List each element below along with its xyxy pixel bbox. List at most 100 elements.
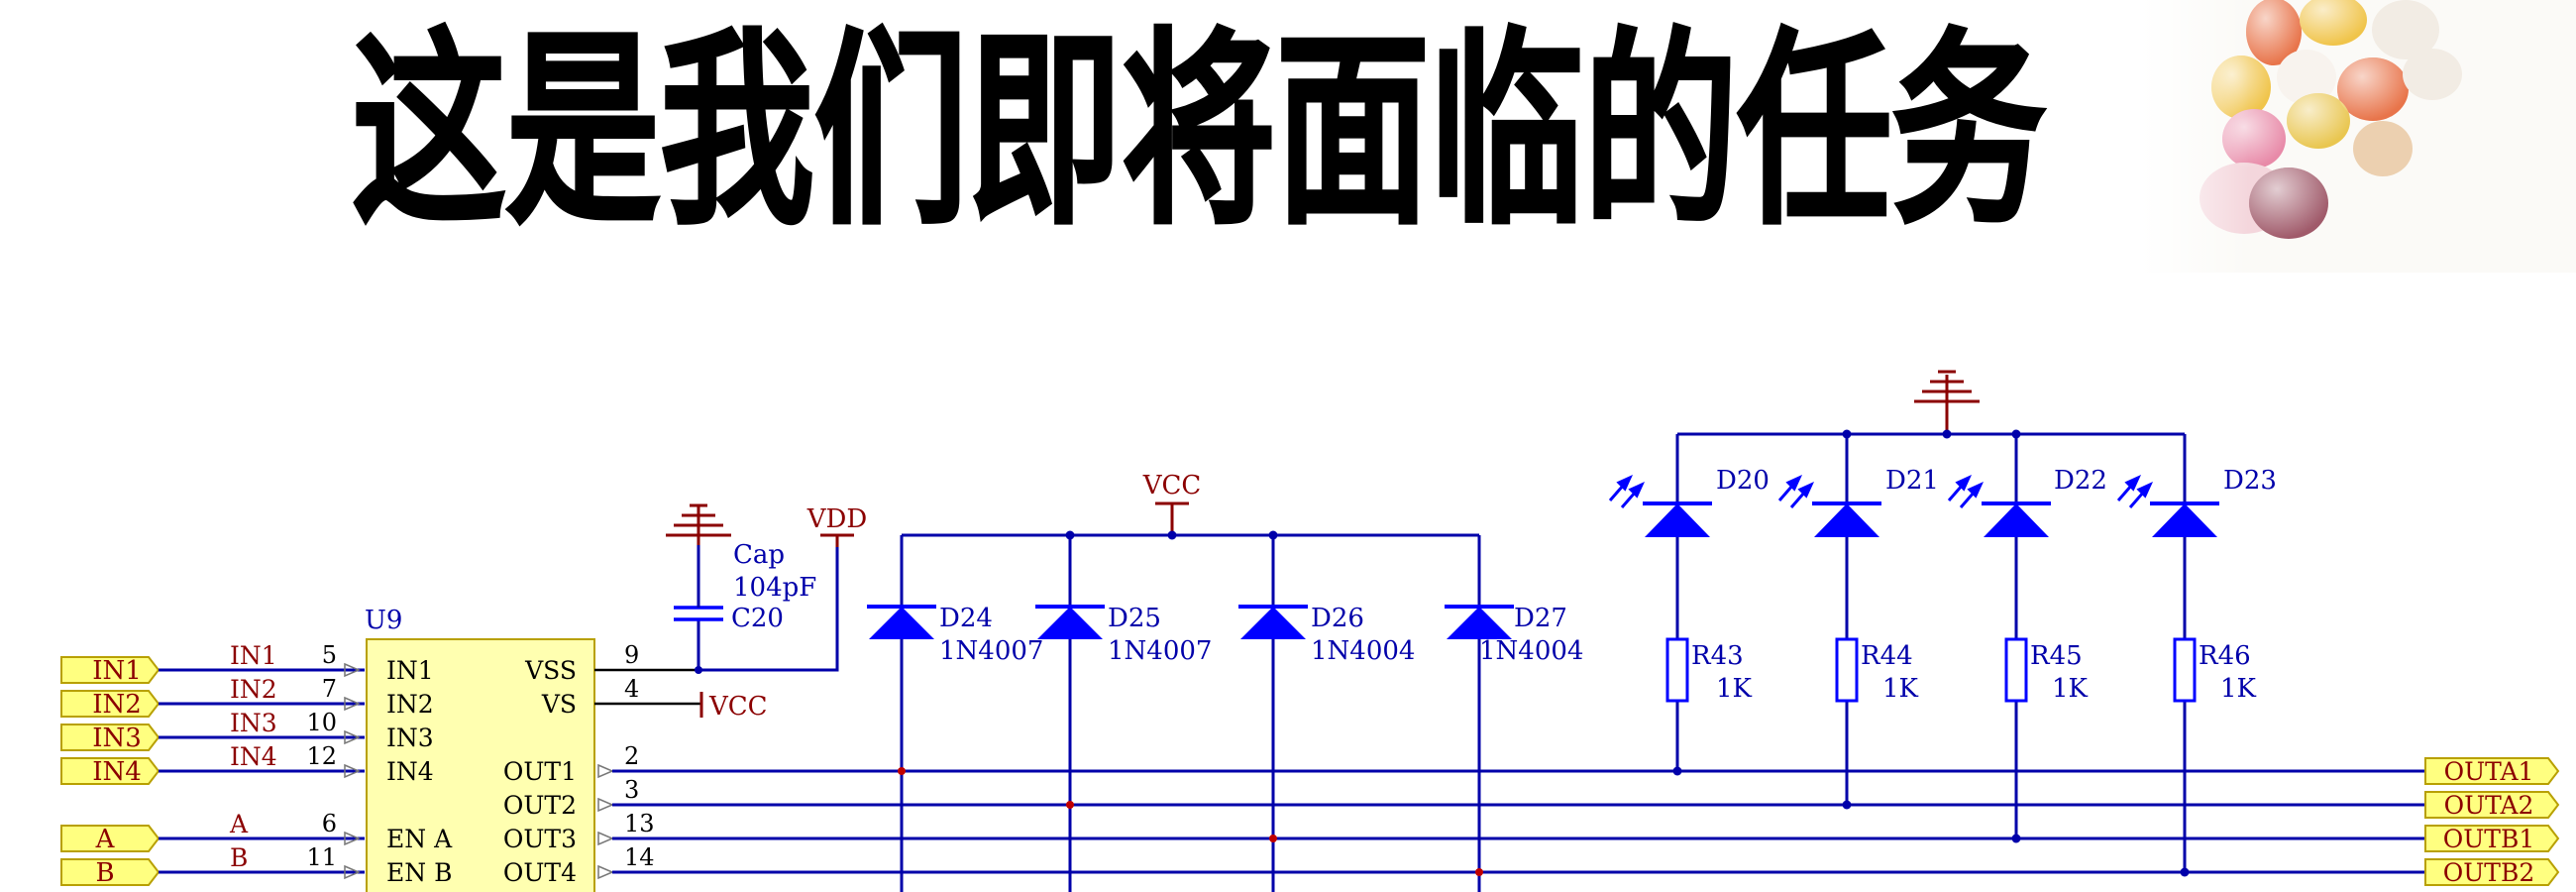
- output-port-outa2: OUTA2: [2424, 791, 2560, 820]
- cap-ref: C20: [731, 604, 784, 633]
- input-port-label: IN3: [92, 724, 142, 753]
- input-pin-arrows: [344, 662, 361, 880]
- resistor-r45: R45 1K: [2004, 637, 2089, 704]
- light-arrows-icon: [1947, 474, 1985, 508]
- input-port-in1: IN1: [60, 656, 161, 686]
- leds: D20 D21 D22: [1608, 466, 2277, 537]
- diode-ref: D24: [939, 604, 993, 633]
- led-d22: D22: [1947, 466, 2107, 537]
- resistor-value: 1K: [2052, 674, 2089, 704]
- pin-name: OUT3: [503, 825, 577, 853]
- resistor-value: 1K: [1716, 674, 1753, 704]
- pin-name: OUT4: [503, 858, 577, 887]
- vdd-label: VDD: [806, 504, 867, 534]
- left-pin-numbers: 5 7 10 12 6 11: [306, 641, 337, 871]
- output-port-label: OUTA1: [2444, 757, 2534, 786]
- output-pin-arrows: [597, 763, 614, 880]
- led-ref: D20: [1716, 466, 1770, 496]
- pin-number: 2: [624, 742, 639, 770]
- cap-value: 104pF: [733, 573, 816, 603]
- diode-d27: D27 1N4004: [1445, 604, 1583, 666]
- vcc-top-symbol: VCC: [1142, 471, 1202, 533]
- chip-body: [366, 638, 595, 892]
- pin-number: 9: [624, 641, 639, 669]
- vcc-label: VCC: [1142, 471, 1202, 501]
- output-junctions: [898, 766, 2190, 877]
- vcc-pin-symbol: VCC: [699, 692, 768, 722]
- ground-symbol: [1914, 370, 1980, 434]
- resistor-r46: R46 1K: [2173, 637, 2257, 704]
- input-ports: IN1 IN2 IN3 IN4 A B: [60, 656, 161, 888]
- pin-number: 10: [306, 709, 337, 736]
- resistor-r44: R44 1K: [1835, 637, 1919, 704]
- input-port-in4: IN4: [60, 757, 161, 787]
- pin-number: 12: [306, 742, 337, 770]
- chip-ref: U9: [365, 606, 402, 635]
- output-port-outa1: OUTA1: [2424, 757, 2560, 786]
- output-port-outb2: OUTB2: [2424, 858, 2560, 887]
- pin-name: OUT1: [503, 757, 577, 786]
- output-port-label: OUTB2: [2443, 858, 2535, 887]
- pin-name: EN B: [386, 858, 452, 887]
- rail-junctions: [1065, 530, 1278, 540]
- led-d20: D20: [1608, 466, 1770, 537]
- resistor-ref: R45: [2030, 641, 2083, 671]
- vcc-label: VCC: [708, 692, 768, 722]
- diodes: D24 1N4007 D25 1N4007 D26 1N4004 D27 1N4…: [867, 604, 1583, 666]
- slide-title: 这是我们即将面临的任务: [352, 11, 2045, 253]
- supply-wires: [594, 668, 701, 706]
- led-ref: D21: [1885, 466, 1939, 496]
- diode-rail: [900, 533, 1481, 892]
- pin-number: 4: [624, 675, 639, 703]
- pin-name: IN3: [386, 724, 434, 752]
- input-wires: [159, 668, 365, 874]
- resistor-ref: R46: [2199, 641, 2251, 671]
- right-pin-names: VSS VS OUT1 OUT2 OUT3 OUT4: [503, 656, 577, 887]
- input-port-in2: IN2: [60, 690, 161, 720]
- resistor-ref: R44: [1861, 641, 1913, 671]
- input-port-in3: IN3: [60, 724, 161, 753]
- net-label: IN2: [230, 675, 277, 704]
- input-port-label: A: [95, 825, 116, 854]
- led-rail-junctions: [1842, 429, 2021, 439]
- chip-u9: U9: [365, 606, 595, 892]
- output-ports: OUTA1 OUTA2 OUTB1 OUTB2: [2424, 757, 2560, 887]
- light-arrows-icon: [1608, 474, 1646, 508]
- diode-part: 1N4004: [1479, 636, 1583, 666]
- pin-number: 11: [306, 843, 337, 871]
- diode-ref: D26: [1311, 604, 1364, 633]
- left-pin-names: IN1 IN2 IN3 IN4 EN A EN B: [386, 656, 453, 887]
- pin-name: VS: [541, 690, 577, 719]
- diode-ref: D25: [1108, 604, 1161, 633]
- led-ref: D23: [2223, 466, 2277, 496]
- vdd-wiring: [697, 535, 839, 672]
- output-bus: [612, 769, 2425, 874]
- diode-ref: D27: [1514, 604, 1567, 633]
- output-port-label: OUTB1: [2443, 825, 2535, 853]
- input-port-label: IN1: [92, 656, 142, 686]
- pin-number: 14: [624, 843, 655, 871]
- pin-name: EN A: [386, 825, 453, 853]
- ground-symbol: [666, 503, 731, 545]
- diode-d26: D26 1N4004: [1238, 604, 1415, 666]
- resistor-value: 1K: [1882, 674, 1919, 704]
- net-label: B: [230, 843, 248, 872]
- pin-name: VSS: [524, 656, 577, 685]
- capacitor-c20: Cap 104pF C20: [674, 540, 816, 634]
- input-port-label: IN4: [92, 757, 142, 787]
- resistor-value: 1K: [2220, 674, 2257, 704]
- led-rail: [1675, 432, 2187, 872]
- diode-part: 1N4007: [1108, 636, 1212, 666]
- pin-name: IN1: [386, 656, 434, 685]
- led-ref: D22: [2054, 466, 2107, 496]
- pin-name: IN4: [386, 757, 434, 786]
- resistor-r43: R43 1K: [1665, 637, 1753, 704]
- input-port-label: IN2: [92, 690, 142, 720]
- diode-part: 1N4007: [939, 636, 1043, 666]
- input-port-b: B: [60, 858, 161, 888]
- net-label: IN3: [230, 709, 277, 737]
- resistors: R43 1K R44 1K R45 1K R46 1K: [1665, 637, 2257, 704]
- pin-number: 6: [322, 810, 337, 837]
- pin-name: OUT2: [503, 791, 577, 820]
- resistor-ref: R43: [1691, 641, 1744, 671]
